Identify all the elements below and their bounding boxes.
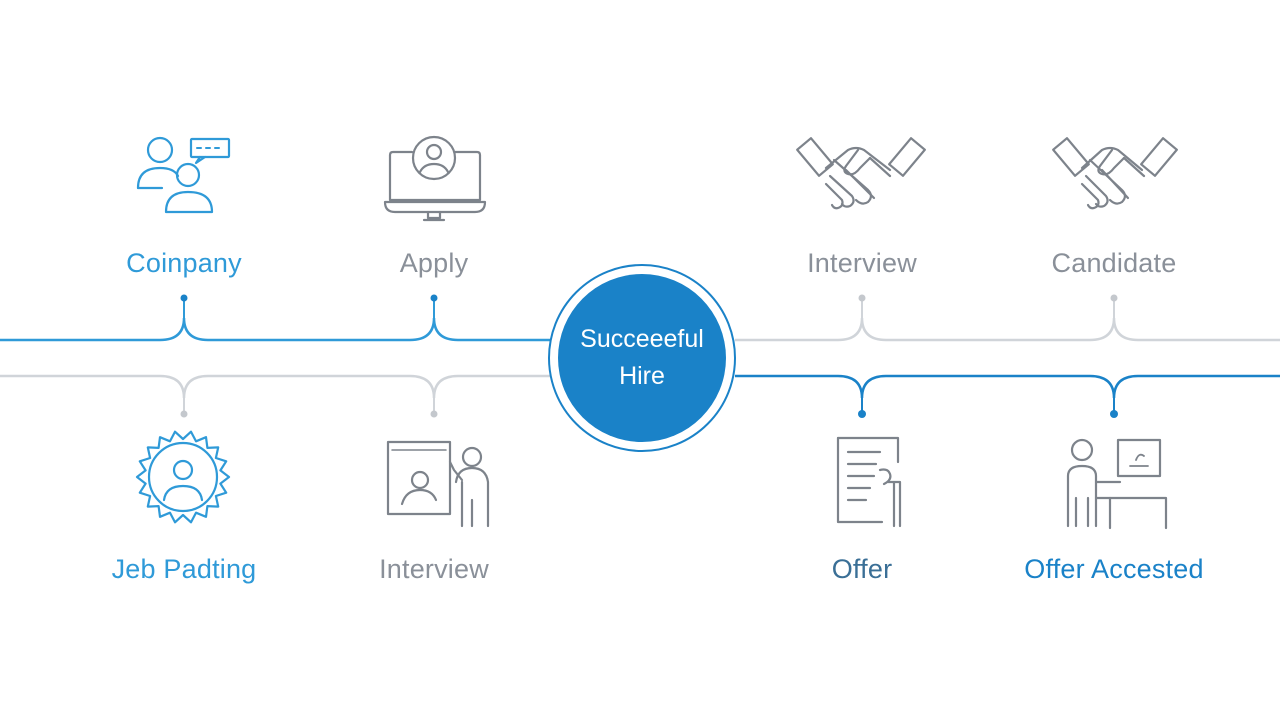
hub-fill: Succeeeful Hire (558, 274, 726, 442)
step-label-company: Coinpany (126, 248, 242, 278)
node-dot (858, 294, 866, 302)
step-label-offer: Offer (831, 554, 893, 584)
desk-worker-icon (1066, 438, 1168, 530)
node-dot (858, 410, 866, 418)
bottom-left-timeline (0, 374, 550, 399)
presentation-icon (386, 440, 490, 528)
step-label-offer-accepted: Offer Accested (1024, 554, 1204, 584)
step-label-apply: Apply (399, 248, 469, 278)
hub-text-line2: Hire (619, 362, 665, 390)
monitor-user-icon (383, 135, 487, 222)
step-label-interview-bottom: Interview (379, 554, 489, 584)
node-dot (180, 294, 188, 302)
bottom-right-timeline (735, 374, 1280, 399)
document-icon (836, 436, 902, 528)
step-label-interview-top: Interview (807, 248, 917, 278)
step-label-job-posting: Jeb Padting (111, 554, 257, 584)
top-left-timeline (0, 317, 550, 342)
hub-text-line1: Succeeeful (580, 325, 704, 353)
successful-hire-hub: Succeeeful Hire (548, 264, 736, 452)
handshake-icon (796, 137, 926, 210)
node-dot (430, 410, 438, 418)
node-dot (1110, 294, 1118, 302)
node-dot (430, 294, 438, 302)
handshake-icon (1052, 137, 1178, 210)
top-right-timeline (735, 317, 1280, 342)
node-dot (1110, 410, 1118, 418)
node-dot (180, 410, 188, 418)
step-label-candidate: Candidate (1051, 248, 1177, 278)
gear-user-icon (135, 430, 231, 524)
team-chat-icon (136, 136, 231, 214)
